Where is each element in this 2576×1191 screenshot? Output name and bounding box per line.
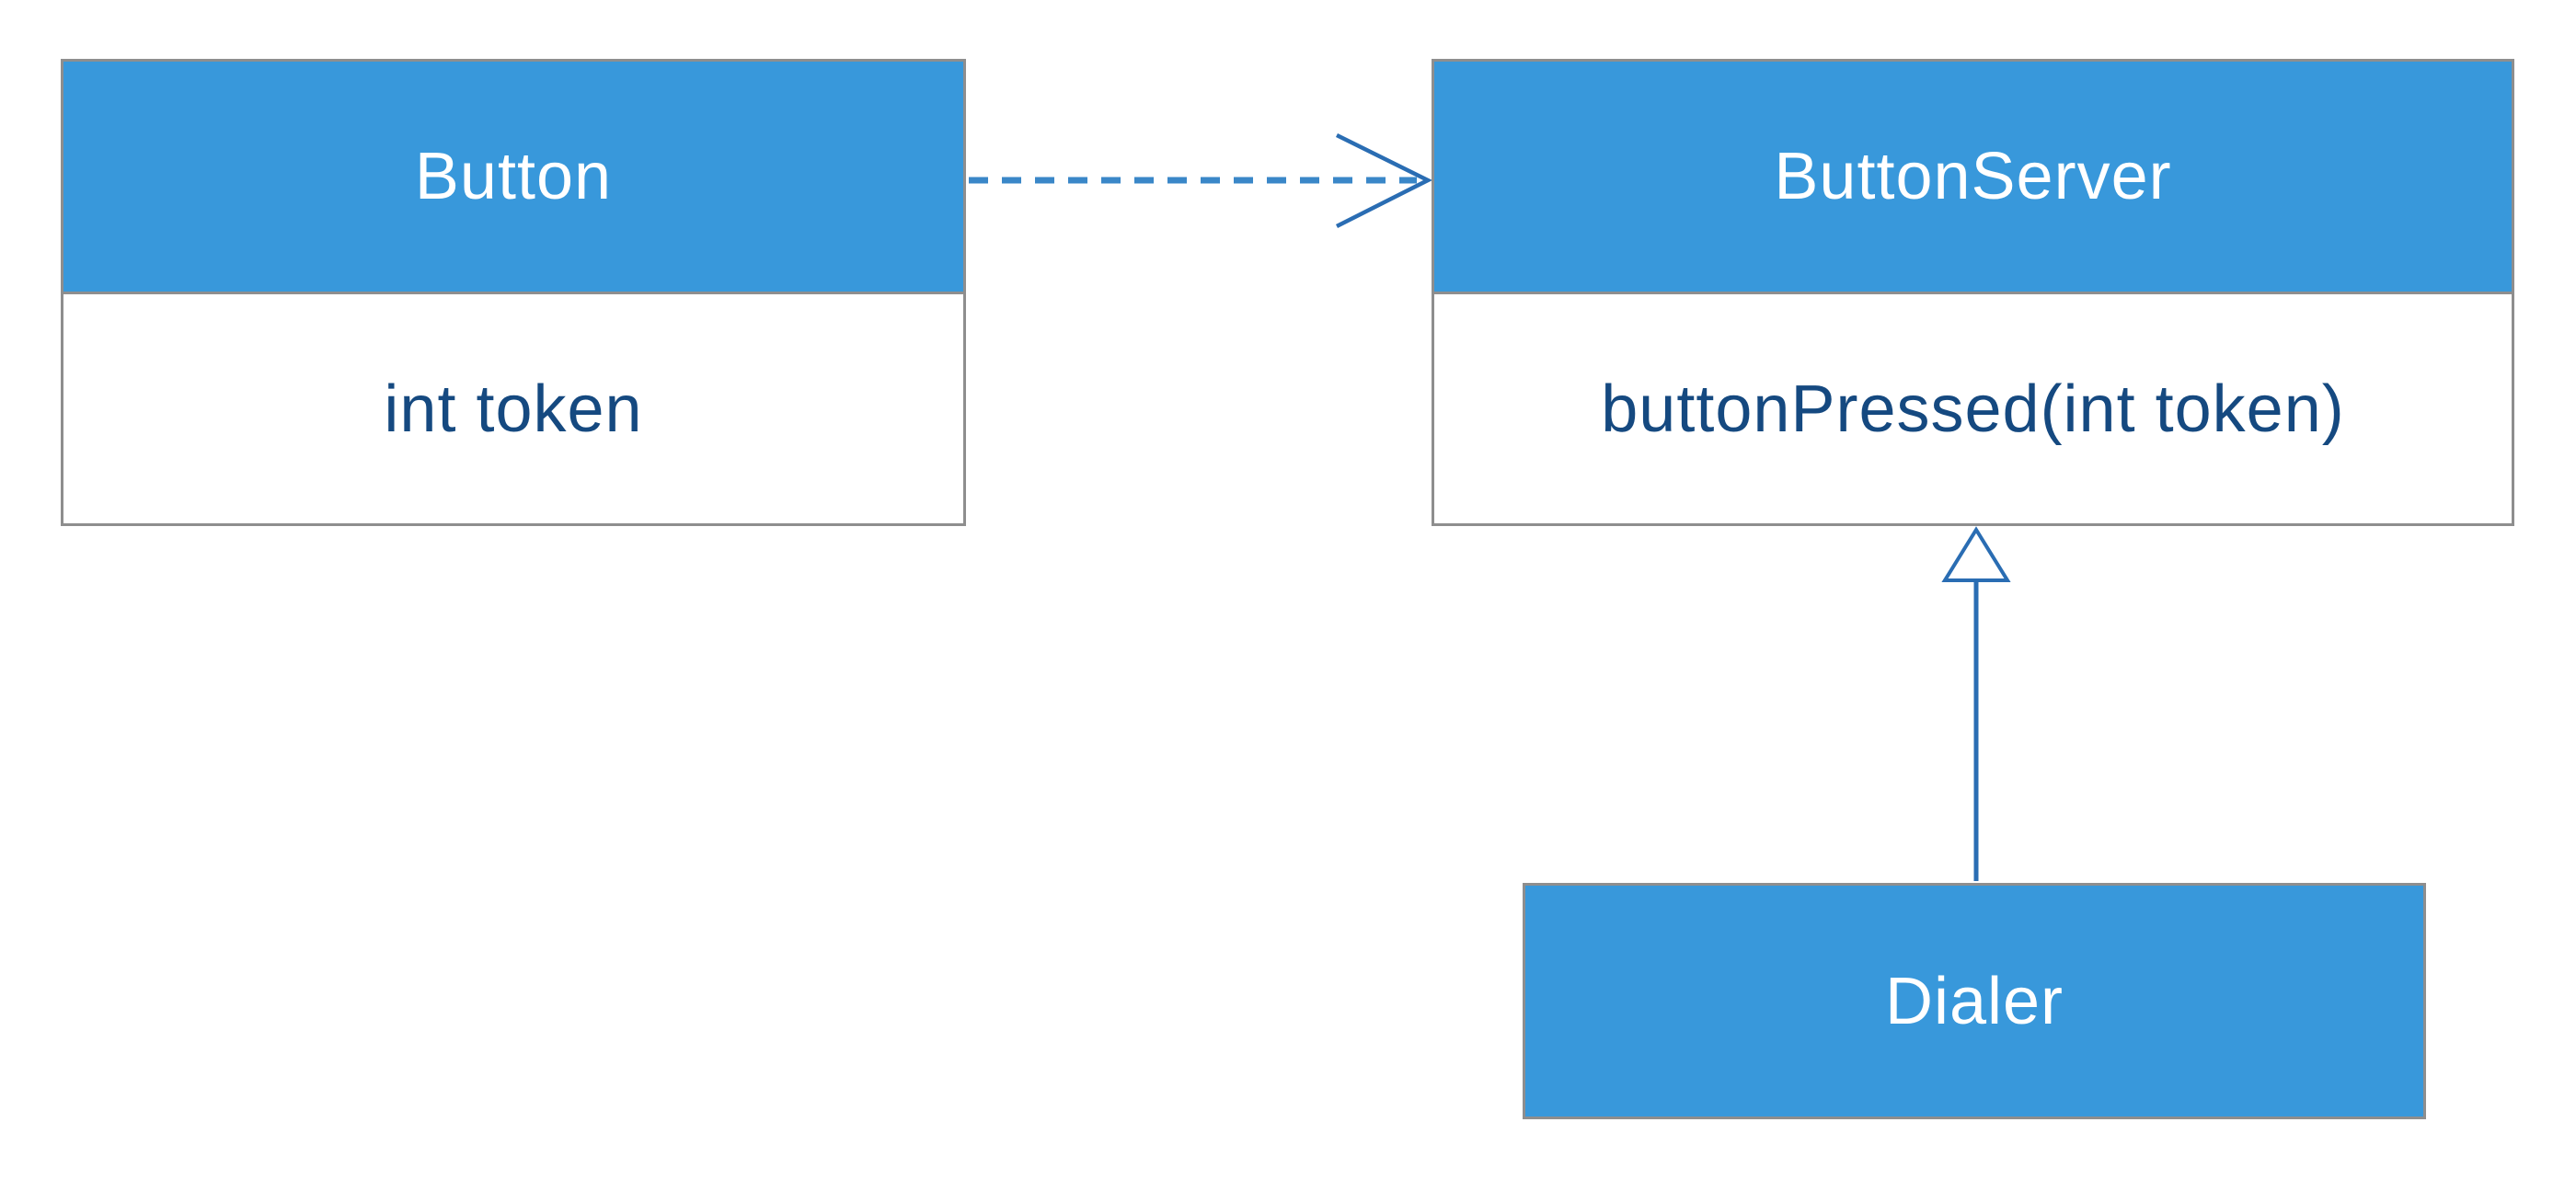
class-header: Button (63, 62, 963, 294)
class-name: Dialer (1884, 964, 2064, 1038)
generalization-arrow[interactable] (1941, 526, 2011, 881)
class-members: int token (63, 294, 963, 523)
dependency-arrow[interactable] (969, 132, 1433, 229)
class-member: buttonPressed(int token) (1601, 372, 2345, 446)
class-header: ButtonServer (1434, 62, 2512, 294)
class-header: Dialer (1525, 886, 2423, 1117)
class-name: Button (414, 140, 613, 213)
class-name: ButtonServer (1774, 140, 2172, 213)
class-box-dialer[interactable]: Dialer (1523, 883, 2426, 1119)
class-members: buttonPressed(int token) (1434, 294, 2512, 523)
class-box-buttonserver[interactable]: ButtonServer buttonPressed(int token) (1432, 59, 2514, 526)
class-box-button[interactable]: Button int token (61, 59, 966, 526)
class-member: int token (384, 372, 643, 446)
